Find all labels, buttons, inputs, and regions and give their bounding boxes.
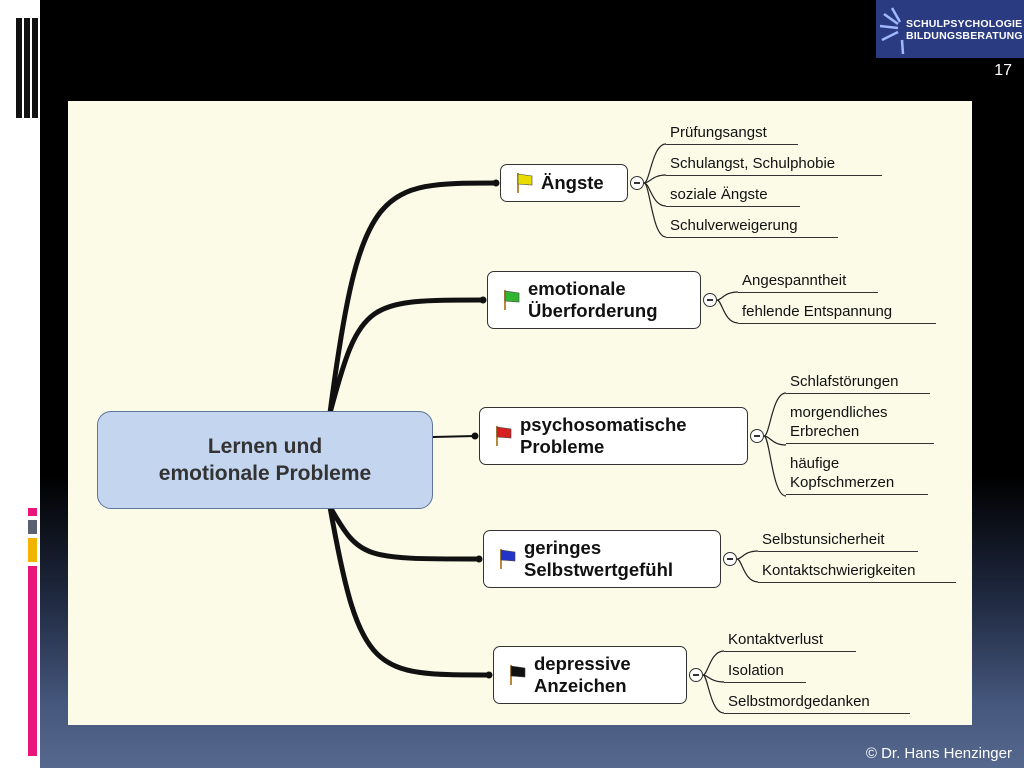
accent-pink-1 — [28, 508, 37, 516]
leaf-connector — [736, 550, 759, 560]
branch-label: geringes Selbstwertgefühl — [524, 537, 674, 580]
leaf-topic[interactable]: Angespanntheit — [738, 271, 878, 293]
black-flag-icon — [510, 665, 526, 685]
leaf-topic[interactable]: soziale Ängste — [666, 185, 800, 207]
collapse-toggle-icon[interactable] — [630, 176, 644, 190]
branch-label: depressive Anzeichen — [534, 653, 631, 696]
collapse-toggle-icon[interactable] — [750, 429, 764, 443]
leaf-connector — [716, 291, 739, 301]
leaf-connector — [736, 558, 759, 583]
leaf-topic[interactable]: Kontaktverlust — [724, 630, 856, 652]
leaf-topic[interactable]: Selbstunsicherheit — [758, 530, 918, 552]
collapse-toggle-icon[interactable] — [689, 668, 703, 682]
connector-lines — [327, 143, 787, 714]
leaf-topic[interactable]: häufige Kopfschmerzen — [786, 454, 928, 495]
branch-connector — [432, 435, 476, 438]
logo-line1: SCHULPSYCHOLOGIE — [906, 18, 1023, 30]
branch-connector — [327, 505, 480, 562]
leaf-connector — [643, 143, 667, 184]
copyright-footer: © Dr. Hans Henzinger — [865, 745, 1012, 762]
branch-node[interactable]: emotionale Überforderung — [487, 271, 701, 329]
central-topic-label: Lernen und emotionale Probleme — [158, 435, 372, 485]
page-number: 17 — [994, 62, 1012, 79]
red-flag-icon — [496, 426, 512, 446]
accent-gold — [28, 538, 37, 562]
branch-node[interactable]: psychosomatische Probleme — [479, 407, 748, 465]
branch-label: Ängste — [541, 172, 604, 193]
leaf-connector — [643, 182, 667, 207]
branch-connector-dot — [479, 296, 487, 304]
leaf-connector — [643, 174, 667, 184]
blue-flag-icon — [500, 549, 516, 569]
leaf-topic[interactable]: fehlende Entspannung — [738, 302, 936, 324]
branch-node[interactable]: Ängste — [500, 164, 628, 202]
mindmap-canvas: Lernen und emotionale Probleme Ängste Prü… — [68, 101, 972, 725]
branch-connector — [327, 180, 497, 414]
branch-label: emotionale Überforderung — [528, 278, 658, 321]
leaf-connector — [702, 650, 725, 676]
logo-line2: BILDUNGSBERATUNG — [906, 30, 1023, 42]
left-decor-bar — [0, 0, 40, 768]
branch-connector-dot — [471, 432, 479, 440]
leaf-connector — [716, 299, 739, 324]
leaf-connector — [763, 392, 787, 437]
accent-gray — [28, 520, 37, 534]
leaf-topic[interactable]: Selbstmordgedanken — [724, 692, 910, 714]
accent-pink-2 — [28, 566, 37, 756]
stripes-decor — [16, 0, 42, 130]
logo-rays-icon — [879, 7, 905, 55]
leaf-connector — [763, 435, 787, 497]
logo: SCHULPSYCHOLOGIE BILDUNGSBERATUNG — [876, 0, 1024, 58]
leaf-topic[interactable]: Schulangst, Schulphobie — [666, 154, 882, 176]
branch-connector-dot — [475, 555, 483, 563]
green-flag-icon — [504, 290, 520, 310]
leaf-topic[interactable]: Schulverweigerung — [666, 216, 838, 238]
leaf-topic[interactable]: morgendliches Erbrechen — [786, 403, 934, 444]
branch-connector — [327, 297, 484, 414]
leaf-topic[interactable]: Isolation — [724, 661, 806, 683]
leaf-connector — [643, 182, 667, 238]
yellow-flag-icon — [517, 173, 533, 193]
collapse-toggle-icon[interactable] — [723, 552, 737, 566]
leaf-connector — [702, 674, 725, 714]
branch-node[interactable]: depressive Anzeichen — [493, 646, 687, 704]
leaf-topic[interactable]: Kontaktschwierigkeiten — [758, 561, 956, 583]
leaf-topic[interactable]: Schlafstörungen — [786, 372, 930, 394]
branch-connector-dot — [492, 179, 500, 187]
leaf-topic[interactable]: Prüfungsangst — [666, 123, 798, 145]
branch-node[interactable]: geringes Selbstwertgefühl — [483, 530, 721, 588]
branch-connector-dot — [485, 671, 493, 679]
central-topic[interactable]: Lernen und emotionale Probleme — [97, 411, 433, 509]
branch-connector — [327, 506, 490, 678]
collapse-toggle-icon[interactable] — [703, 293, 717, 307]
branch-label: psychosomatische Probleme — [520, 414, 687, 457]
